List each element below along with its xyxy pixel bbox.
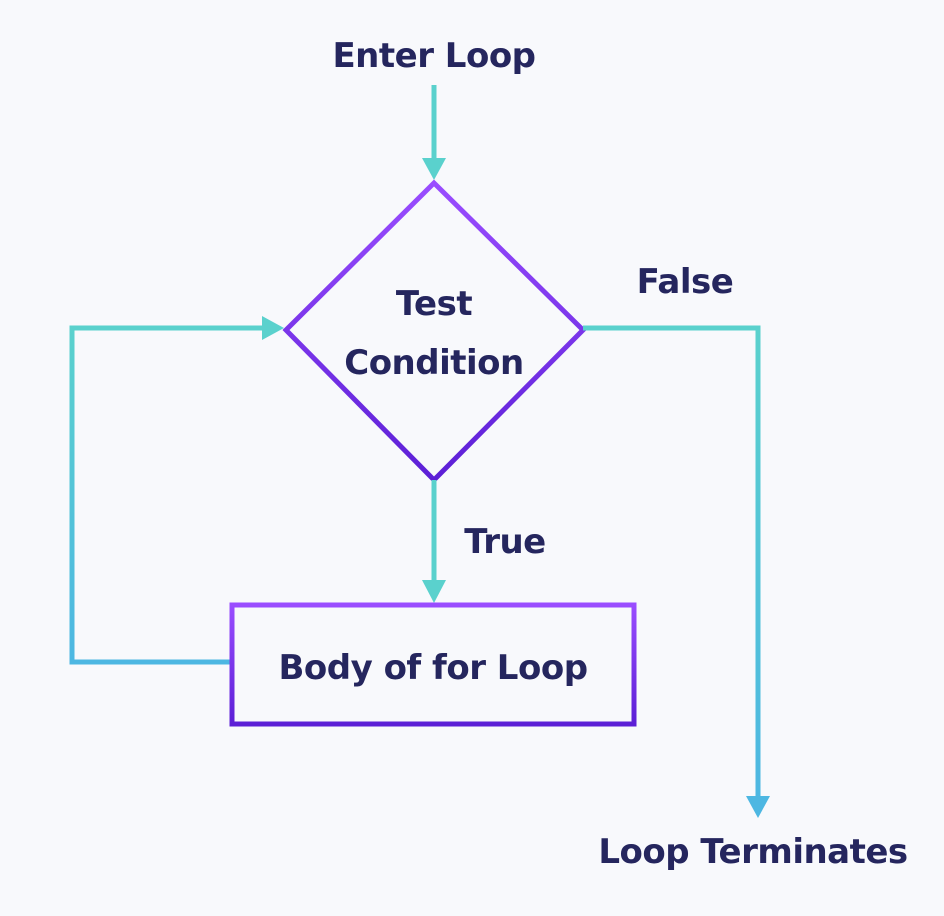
decision-diamond [282,179,587,484]
true-label: True [464,522,546,562]
condition-label: Condition [344,343,523,383]
enter-arrow [422,85,446,180]
loop-body-label: Body of for Loop [278,648,587,688]
false-label: False [637,262,734,302]
loop-terminates-label: Loop Terminates [598,832,907,872]
true-arrow [422,480,446,603]
test-label: Test [396,284,472,324]
enter-loop-label: Enter Loop [332,36,535,76]
false-arrow [583,325,770,818]
loop-body-box [229,602,637,727]
loop-back-arrow [69,316,284,665]
